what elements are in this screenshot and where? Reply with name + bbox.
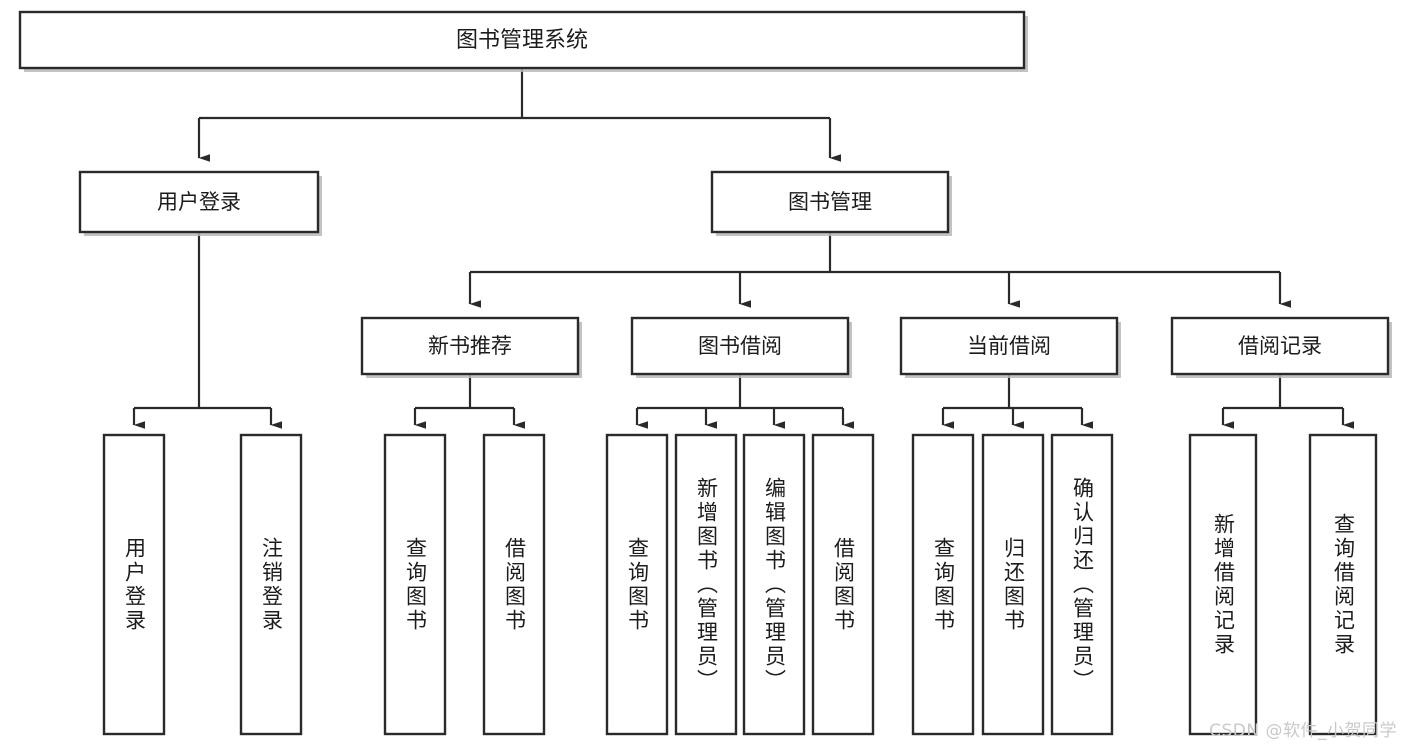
node-book-borrow-box[interactable] <box>630 316 850 376</box>
node-new-book-recommend[interactable]: 新书推荐 <box>360 316 582 378</box>
node-borrow-record-box[interactable] <box>1170 316 1390 376</box>
node-root[interactable]: 图书管理系统 <box>18 10 1028 72</box>
node-new-book-recommend-box[interactable] <box>360 316 580 376</box>
node-root-box[interactable] <box>18 10 1026 70</box>
leaf-return-book-box[interactable] <box>981 433 1045 736</box>
leaf-query-book-1-box[interactable] <box>383 433 447 736</box>
node-borrow-record-label: 借阅记录 <box>1238 334 1322 358</box>
node-root-label: 图书管理系统 <box>456 28 588 53</box>
node-book-borrow[interactable]: 图书借阅 <box>630 316 852 378</box>
leaf-user-logout-box[interactable] <box>239 433 303 736</box>
node-book-manage[interactable]: 图书管理 <box>710 170 952 236</box>
leaf-query-book-2-box[interactable] <box>605 433 669 736</box>
leaf-add-record-box[interactable] <box>1188 433 1258 736</box>
node-new-book-recommend-label: 新书推荐 <box>428 334 512 358</box>
node-borrow-record[interactable]: 借阅记录 <box>1170 316 1392 378</box>
node-user-login-label: 用户登录 <box>157 190 241 214</box>
leaf-confirm-return-box[interactable] <box>1050 433 1114 736</box>
leaf-borrow-book-1-box[interactable] <box>482 433 546 736</box>
leaf-query-book-3-box[interactable] <box>911 433 975 736</box>
leaf-query-record-box[interactable] <box>1308 433 1378 736</box>
node-user-login-box[interactable] <box>78 170 320 234</box>
node-current-borrow-label: 当前借阅 <box>967 334 1051 358</box>
connector-lines <box>132 68 1355 429</box>
leaf-add-book-box[interactable] <box>674 433 738 736</box>
leaf-user-login-box[interactable] <box>102 433 166 736</box>
node-current-borrow[interactable]: 当前借阅 <box>899 316 1121 378</box>
csdn-watermark: CSDN @软件_小贺同学 <box>1209 721 1397 741</box>
node-book-manage-label: 图书管理 <box>788 190 872 214</box>
leaf-node-boxes <box>102 433 1378 736</box>
node-book-borrow-label: 图书借阅 <box>698 334 782 358</box>
node-current-borrow-box[interactable] <box>899 316 1119 376</box>
leaf-borrow-book-2-box[interactable] <box>811 433 875 736</box>
node-book-manage-box[interactable] <box>710 170 950 234</box>
leaf-edit-book-box[interactable] <box>742 433 806 736</box>
node-user-login[interactable]: 用户登录 <box>78 170 322 236</box>
